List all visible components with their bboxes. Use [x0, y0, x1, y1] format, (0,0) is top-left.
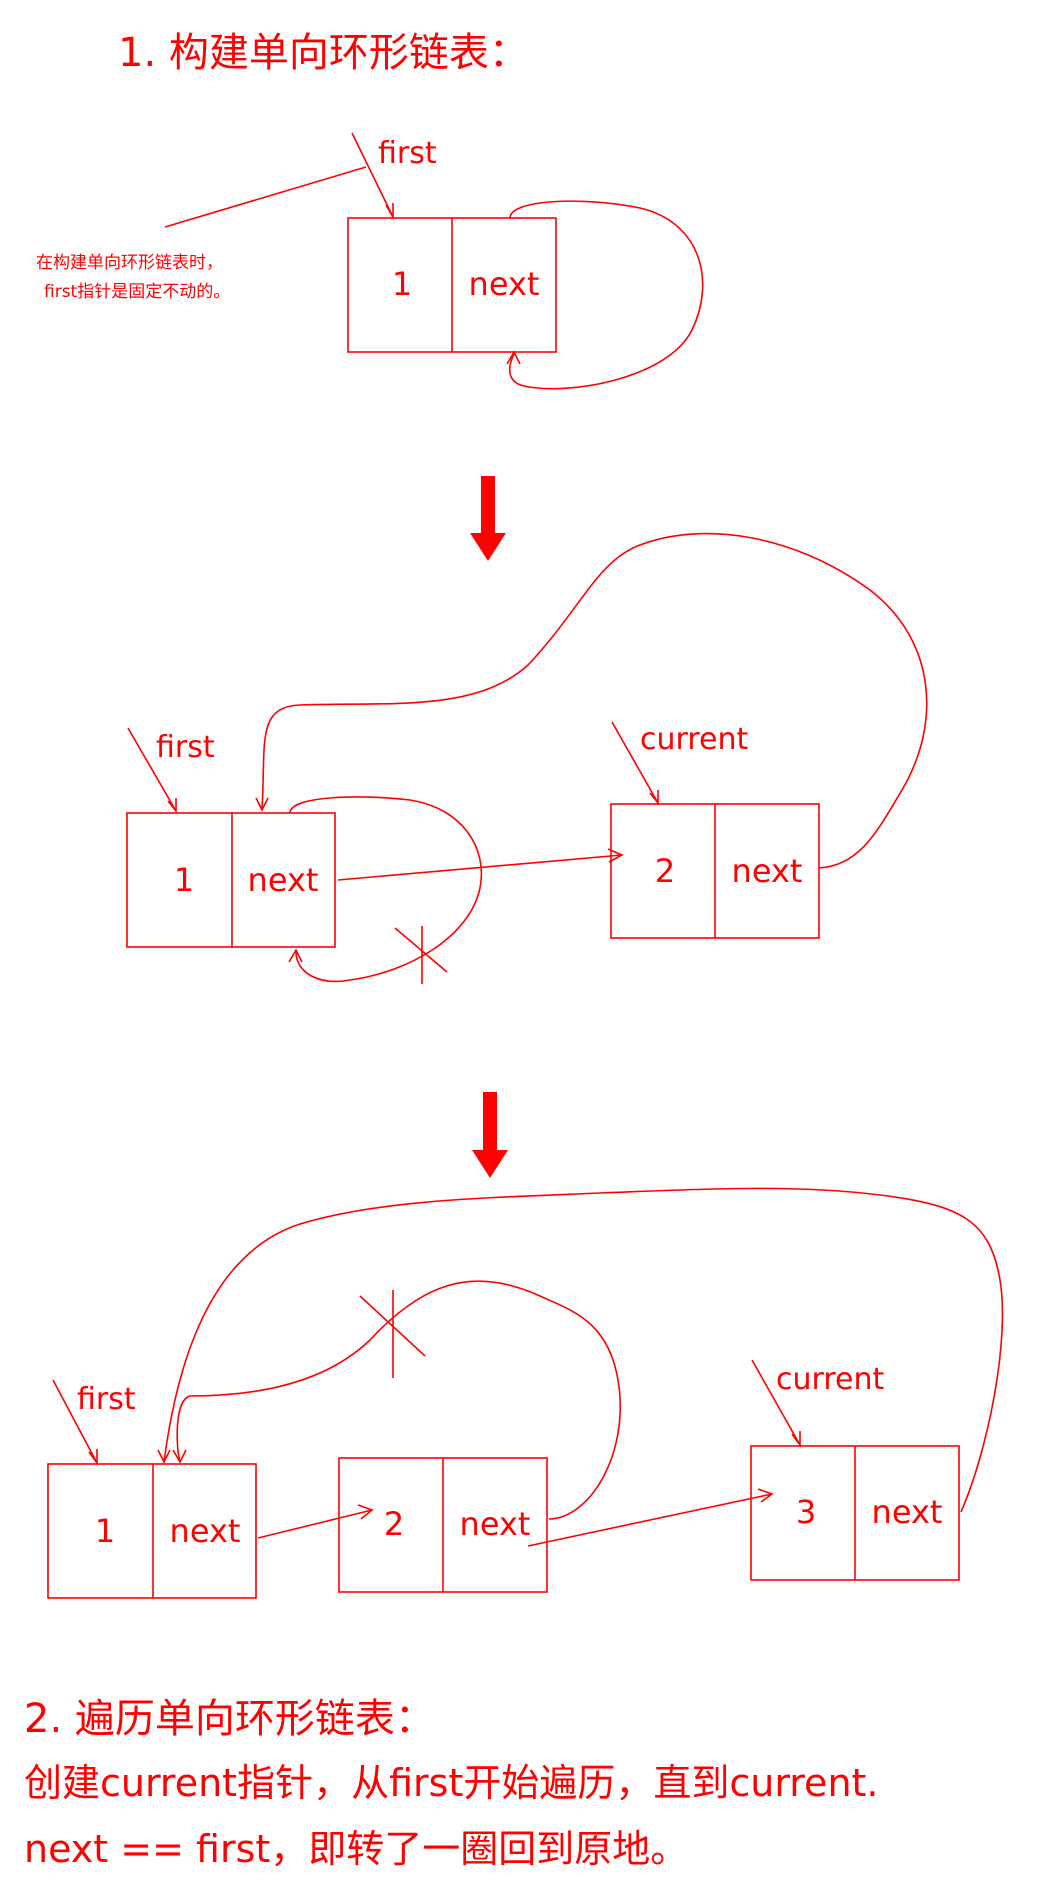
node-3-value-s3: 3	[796, 1493, 816, 1531]
old-self-loop	[289, 796, 483, 983]
link-2-to-3-arrowhead-s3	[757, 1488, 774, 1503]
down-arrow-2-head	[472, 1150, 508, 1178]
old-loop-2-to-1	[176, 1280, 622, 1520]
node-2-next-label-s2: next	[732, 852, 803, 890]
node-1-next-label: next	[469, 265, 540, 303]
node-1-value-s2: 1	[174, 861, 194, 899]
first-label-s3: first	[77, 1382, 136, 1417]
current-pointer-arrow-s3	[751, 1359, 801, 1446]
first-label-s2: first	[156, 730, 215, 765]
link-1-to-2-arrowhead-s3	[357, 1504, 374, 1520]
first-pointer-arrowhead-s3	[88, 1449, 98, 1466]
cross-mark-s2	[394, 926, 448, 984]
note-line-1: 在构建单向环形链表时，	[36, 253, 223, 273]
first-pointer-arrowhead-s2	[167, 798, 177, 814]
link-3-to-1-arrowhead	[157, 1449, 171, 1464]
section-1-title: 1. 构建单向环形链表：	[118, 30, 529, 76]
old-self-loop-arrowhead	[288, 948, 303, 963]
self-loop-arrowhead	[506, 350, 521, 365]
stage-3	[47, 1187, 1004, 1599]
current-pointer-arrowhead-s2	[649, 790, 659, 806]
link-1-to-2-arrow-s3	[257, 1509, 373, 1539]
node-2-next-label-s3: next	[460, 1505, 531, 1543]
down-arrow-2-shaft	[483, 1092, 497, 1150]
note-connector-line	[164, 166, 367, 228]
old-loop-arrowhead	[172, 1449, 187, 1464]
self-loop-arrow	[508, 200, 704, 390]
first-pointer-arrowhead	[385, 203, 394, 220]
current-label-s3: current	[776, 1362, 885, 1397]
link-1-to-2-arrow	[337, 854, 623, 881]
link-3-to-1-arrow	[163, 1187, 1004, 1513]
link-2-to-1-arrowhead	[255, 797, 269, 812]
section-2-title: 2. 遍历单向环形链表：	[24, 1696, 435, 1742]
first-pointer-arrow	[351, 132, 394, 218]
node-1-box-s3	[47, 1463, 257, 1599]
node-1-value: 1	[392, 265, 412, 303]
node-3-next-label-s3: next	[872, 1493, 943, 1531]
section-2-line-2: next == first，即转了一圈回到原地。	[24, 1827, 689, 1871]
note-line-2: first指针是固定不动的。	[44, 282, 231, 302]
down-arrow-1-shaft	[481, 476, 495, 533]
link-1-to-2-arrowhead	[607, 848, 624, 863]
current-label-s2: current	[640, 722, 749, 757]
first-pointer-arrow-s2	[127, 727, 177, 812]
node-1-next-label-s3: next	[170, 1512, 241, 1550]
first-label-s1: first	[378, 136, 437, 171]
node-1-value-s3: 1	[95, 1512, 115, 1550]
stage-2	[126, 532, 928, 984]
node-2-value-s3: 2	[384, 1505, 404, 1543]
link-2-to-3-arrow-s3	[527, 1493, 773, 1547]
current-pointer-arrowhead-s3	[791, 1431, 801, 1448]
cross-mark-s3	[359, 1290, 426, 1378]
node-2-value-s2: 2	[655, 852, 675, 890]
first-pointer-arrow-s3	[52, 1379, 98, 1464]
node-1-next-label-s2: next	[248, 861, 319, 899]
stage-1	[164, 132, 704, 390]
link-2-to-1-arrow	[261, 532, 928, 869]
node-1-box-s2	[126, 812, 336, 948]
current-pointer-arrow-s2	[611, 721, 659, 804]
down-arrow-1-head	[470, 533, 506, 561]
section-2-line-1: 创建current指针，从first开始遍历，直到current.	[24, 1761, 879, 1805]
